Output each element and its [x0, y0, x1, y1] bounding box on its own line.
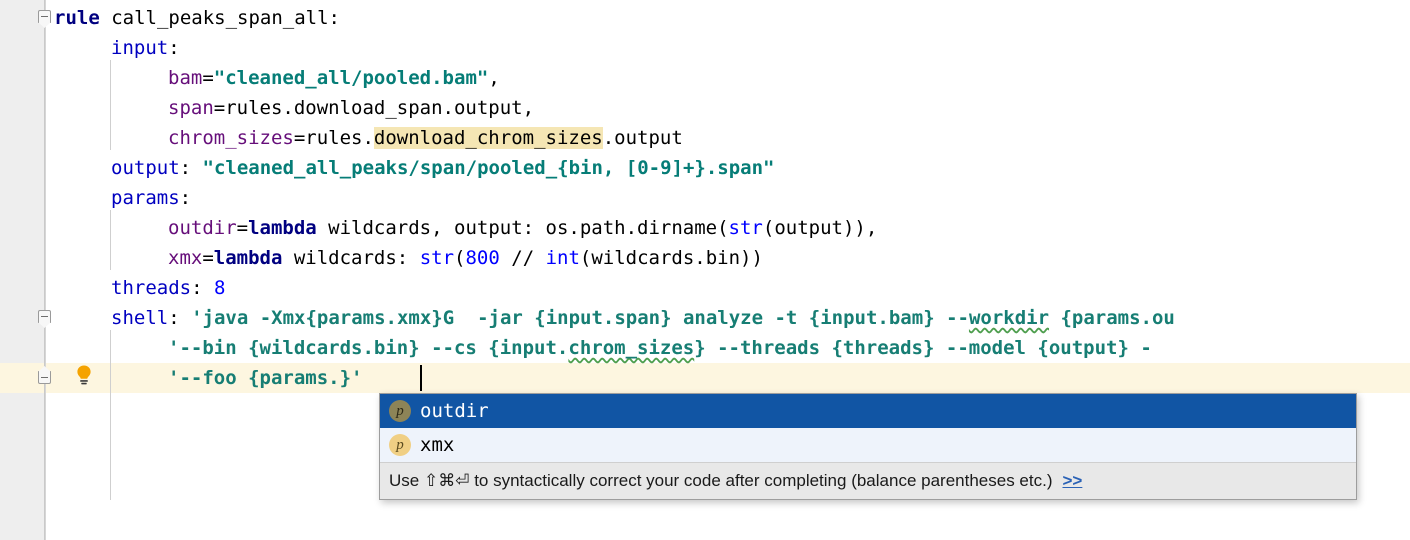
- code-token: }': [339, 367, 363, 389]
- code-line[interactable]: span=rules.download_span.output,: [168, 93, 534, 123]
- editor-gutter[interactable]: [0, 0, 46, 540]
- code-token: .output: [602, 127, 683, 149]
- code-token: =rules.: [293, 127, 374, 149]
- code-token: (wildcards.bin)): [579, 247, 763, 269]
- code-token: lambda: [248, 217, 317, 239]
- code-token: 800: [465, 247, 500, 269]
- code-token: :: [179, 187, 192, 209]
- indent-guide: [110, 60, 111, 150]
- hint-suffix: to syntactically correct your code after…: [469, 471, 1053, 490]
- code-token: 8: [213, 277, 226, 299]
- code-token: '--bin {wildcards.bin} --cs {input.: [168, 337, 569, 359]
- intention-bulb-icon[interactable]: [72, 363, 96, 387]
- code-line[interactable]: '--bin {wildcards.bin} --cs {input.chrom…: [168, 333, 1152, 363]
- code-token: rule: [54, 7, 100, 29]
- code-token: lambda: [213, 247, 283, 269]
- code-token: shell: [111, 307, 169, 329]
- code-token: =: [202, 67, 214, 89]
- code-token: input: [111, 37, 169, 59]
- code-surface[interactable]: rule call_peaks_span_all:input:bam="clea…: [46, 0, 1410, 540]
- code-token: output: [111, 157, 180, 179]
- parameter-icon: p: [389, 400, 411, 422]
- code-line[interactable]: rule call_peaks_span_all:: [54, 3, 340, 33]
- code-token: :: [168, 307, 192, 329]
- code-token: //: [499, 247, 546, 269]
- code-token: str: [728, 217, 763, 239]
- code-line[interactable]: threads: 8: [111, 273, 225, 303]
- hint-prefix: Use: [389, 471, 424, 490]
- fold-marker-rule[interactable]: [38, 10, 51, 23]
- code-line[interactable]: output: "cleaned_all_peaks/span/pooled_{…: [111, 153, 774, 183]
- code-token: (: [454, 247, 466, 269]
- code-line[interactable]: '--foo {params.}': [168, 363, 362, 393]
- code-token: } --threads {threads} --model {output} -: [694, 337, 1152, 359]
- code-token: (output)),: [762, 217, 878, 239]
- code-line[interactable]: chrom_sizes=rules.download_chrom_sizes.o…: [168, 123, 683, 153]
- completion-item-label: outdir: [420, 399, 489, 422]
- current-line-highlight: [0, 363, 1410, 393]
- code-token: =: [236, 217, 249, 239]
- code-line[interactable]: input:: [111, 33, 180, 63]
- code-token: :: [179, 157, 203, 179]
- code-line[interactable]: xmx=lambda wildcards: str(800 // int(wil…: [168, 243, 763, 273]
- code-token: xmx: [168, 247, 203, 269]
- hint-shortcut-keys: ⇧⌘⏎: [423, 471, 470, 490]
- code-token: str: [419, 247, 455, 269]
- code-token: bam: [168, 67, 203, 89]
- code-token: wildcards:: [282, 247, 420, 269]
- code-token: chrom_sizes: [568, 337, 695, 359]
- fold-marker-shell[interactable]: [38, 310, 51, 323]
- code-token: '--foo {params.: [168, 367, 340, 389]
- code-token: outdir: [168, 217, 237, 239]
- code-line[interactable]: params:: [111, 183, 191, 213]
- code-token: "cleaned_all/pooled.bam": [213, 67, 489, 89]
- completion-item-label: xmx: [420, 433, 455, 456]
- code-token: "cleaned_all_peaks/span/pooled_{bin, [0-…: [202, 157, 775, 179]
- code-token: 'java -Xmx{params.xmx}G -jar {input.span…: [191, 307, 969, 329]
- code-token: call_peaks_span_all:: [99, 7, 340, 29]
- code-token: int: [545, 247, 580, 269]
- code-line[interactable]: outdir=lambda wildcards, output: os.path…: [168, 213, 877, 243]
- code-token: wildcards, output: os.path.dirname(: [316, 217, 729, 239]
- code-token: download_chrom_sizes: [373, 127, 603, 149]
- indent-guide: [110, 210, 111, 270]
- fold-region-rail: [44, 0, 45, 540]
- code-token: span: [168, 97, 214, 119]
- code-token: :: [191, 277, 214, 299]
- code-token: =rules.download_span.output,: [213, 97, 535, 119]
- code-token: threads: [111, 277, 192, 299]
- text-caret: [420, 365, 422, 391]
- code-token: =: [202, 247, 214, 269]
- completion-hint-text: Use ⇧⌘⏎ to syntactically correct your co…: [389, 471, 1052, 491]
- completion-hint-more-link[interactable]: >>: [1062, 471, 1083, 490]
- code-token: :: [168, 37, 180, 59]
- code-token: chrom_sizes: [168, 127, 294, 149]
- code-line[interactable]: bam="cleaned_all/pooled.bam",: [168, 63, 500, 93]
- fold-marker-shell-end[interactable]: [38, 371, 51, 384]
- code-token: ,: [488, 67, 500, 89]
- code-token: params: [111, 187, 180, 209]
- code-token: workdir: [968, 307, 1050, 329]
- code-line[interactable]: shell: 'java -Xmx{params.xmx}G -jar {inp…: [111, 303, 1175, 333]
- code-token: {params.ou: [1049, 307, 1175, 329]
- completion-hint-bar: Use ⇧⌘⏎ to syntactically correct your co…: [380, 462, 1356, 499]
- parameter-icon: p: [389, 434, 411, 456]
- indent-guide: [110, 330, 111, 500]
